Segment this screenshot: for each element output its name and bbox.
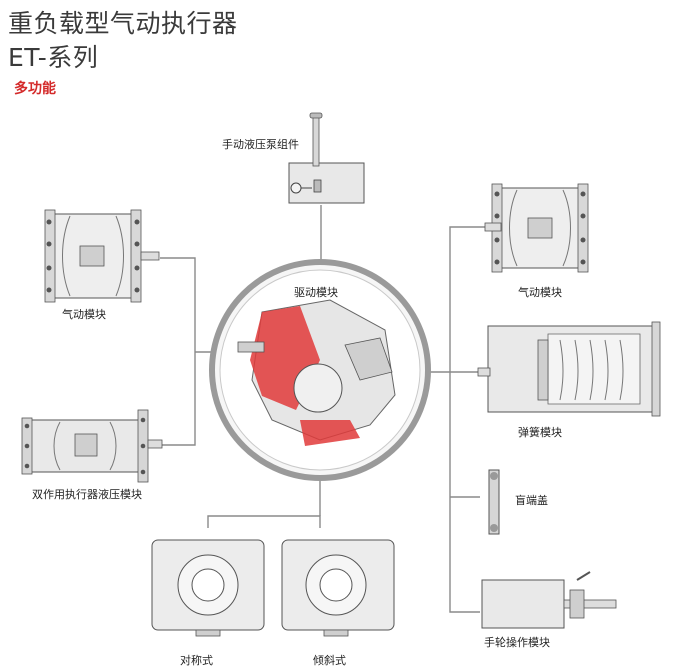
label-double-acting-hydraulic: 双作用执行器液压模块 <box>32 488 142 501</box>
pneumatic-module-right-part <box>484 183 589 273</box>
drive-module-part <box>209 259 431 481</box>
label-hydraulic-pump: 手动液压泵组件 <box>222 138 299 151</box>
spring-module-part <box>477 321 661 417</box>
canted-variant-part <box>281 539 395 637</box>
label-handwheel: 手轮操作模块 <box>484 636 550 649</box>
label-spring-module: 弹簧模块 <box>518 426 562 439</box>
series-title: ET-系列 <box>8 43 99 72</box>
label-pneumatic-right: 气动模块 <box>518 286 562 299</box>
label-drive-module: 驱动模块 <box>294 286 338 299</box>
label-end-cap: 盲端盖 <box>515 494 548 507</box>
subtitle: 多功能 <box>14 81 56 97</box>
handwheel-module-part <box>481 571 617 629</box>
label-symmetric: 对称式 <box>180 654 213 667</box>
symmetric-variant-part <box>151 539 265 637</box>
double-acting-hydraulic-part <box>21 409 163 483</box>
pneumatic-module-left-part <box>44 209 160 303</box>
label-pneumatic-left: 气动模块 <box>62 308 106 321</box>
hydraulic-pump-part <box>288 112 365 204</box>
page-title: 重负载型气动执行器 <box>8 9 238 38</box>
label-canted: 倾斜式 <box>313 654 346 667</box>
end-cap-part <box>488 469 500 535</box>
